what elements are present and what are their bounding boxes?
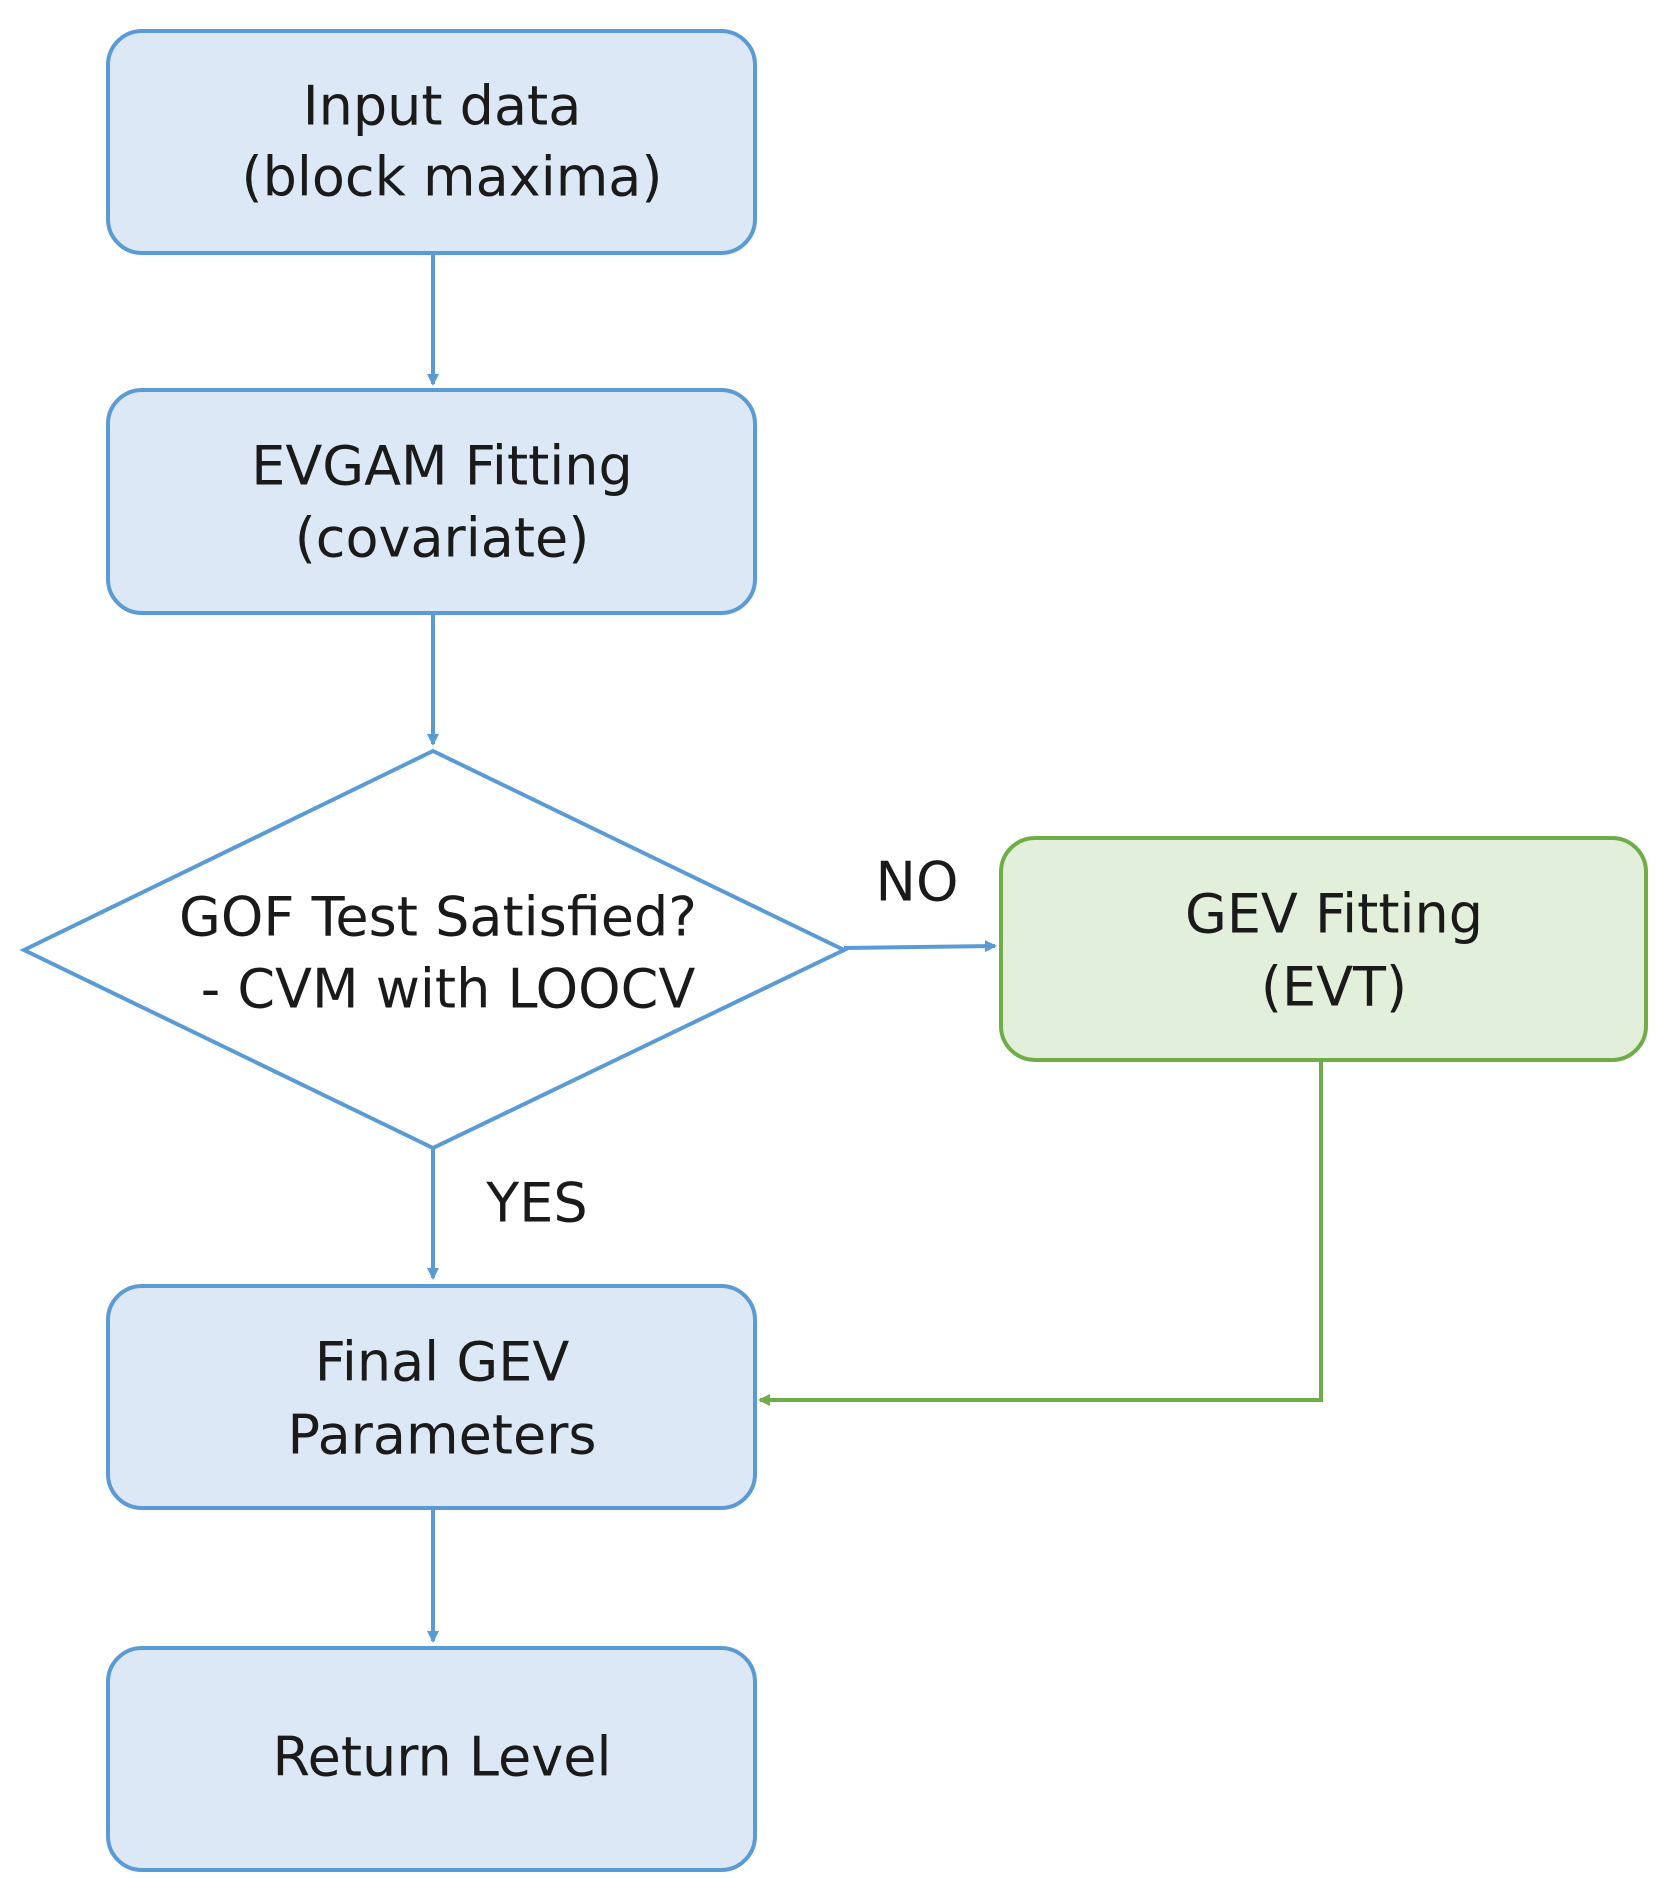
- connector-gev-to-final: [758, 1060, 1323, 1406]
- node-gev-fitting: GEV Fitting (EVT): [999, 836, 1648, 1062]
- node-return-level-line1: Return Level: [273, 1726, 612, 1789]
- node-final-gev-parameters-line2: Parameters: [287, 1404, 596, 1467]
- node-evgam-fitting-line2: (covariate): [295, 507, 590, 570]
- node-gev-fitting-line1: GEV Fitting: [1185, 883, 1483, 946]
- node-input-data-line1: Input data: [303, 75, 582, 138]
- node-gof-decision: GOF Test Satisfied? - CVM with LOOCV: [19, 748, 849, 1151]
- node-gof-decision-line2: - CVM with LOOCV: [201, 958, 696, 1021]
- node-evgam-fitting-line1: EVGAM Fitting: [251, 435, 633, 498]
- edge-label-no: NO: [876, 851, 959, 914]
- node-final-gev-parameters: Final GEV Parameters: [106, 1284, 757, 1510]
- node-gof-decision-line1: GOF Test Satisfied?: [179, 886, 697, 949]
- node-final-gev-parameters-line1: Final GEV: [315, 1331, 570, 1394]
- connector-gof-to-gev: [843, 940, 997, 953]
- node-input-data: Input data (block maxima): [106, 29, 757, 255]
- node-evgam-fitting: EVGAM Fitting (covariate): [106, 388, 757, 615]
- edge-label-yes: YES: [485, 1172, 587, 1235]
- node-return-level: Return Level: [106, 1646, 757, 1872]
- node-gev-fitting-line2: (EVT): [1261, 956, 1407, 1019]
- node-input-data-line2: (block maxima): [242, 146, 663, 209]
